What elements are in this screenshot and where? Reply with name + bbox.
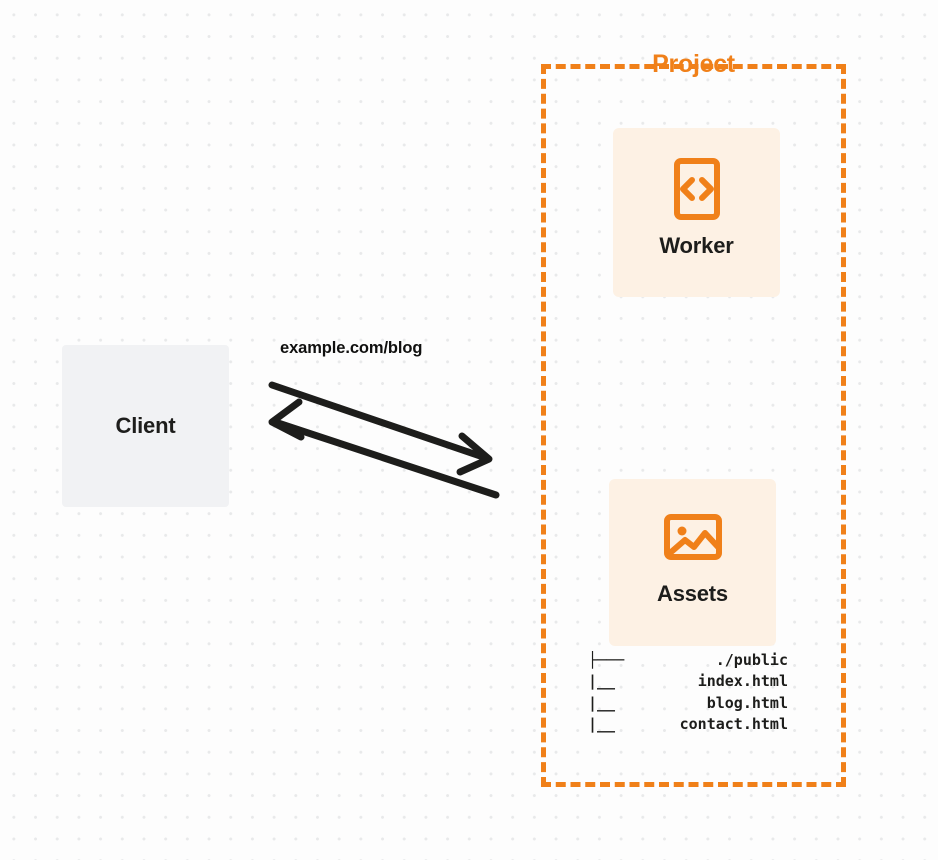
code-document-icon [673,158,720,220]
worker-label: Worker [659,233,734,258]
tree-item-name: index.html [697,672,788,691]
tree-row: |__ index.html [588,671,788,692]
client-label: Client [115,413,176,438]
image-icon [663,514,722,560]
assets-node[interactable]: Assets [609,479,776,646]
tree-row: |__ blog.html [588,693,788,714]
response-arrow [268,398,500,499]
client-node[interactable]: Client [62,345,229,507]
project-title: Project [652,50,735,78]
assets-label: Assets [657,581,728,606]
tree-row: ├─── ./public [588,650,788,671]
tree-branch-glyph: ├─── [588,651,625,669]
request-arrow [268,381,493,476]
tree-branch-glyph: |__ [588,693,616,712]
tree-item-name: contact.html [679,714,788,733]
tree-branch-glyph: |__ [588,714,616,733]
tree-item-name: blog.html [706,693,788,712]
worker-node[interactable]: Worker [613,128,780,297]
connection-url-label: example.com/blog [280,339,423,357]
tree-item-name: ./public [715,651,788,669]
asset-file-tree: ├─── ./public |__ index.html |__ blog.ht… [588,650,788,735]
project-boundary [541,64,846,787]
tree-row: |__ contact.html [588,714,788,735]
tree-branch-glyph: |__ [588,672,616,691]
